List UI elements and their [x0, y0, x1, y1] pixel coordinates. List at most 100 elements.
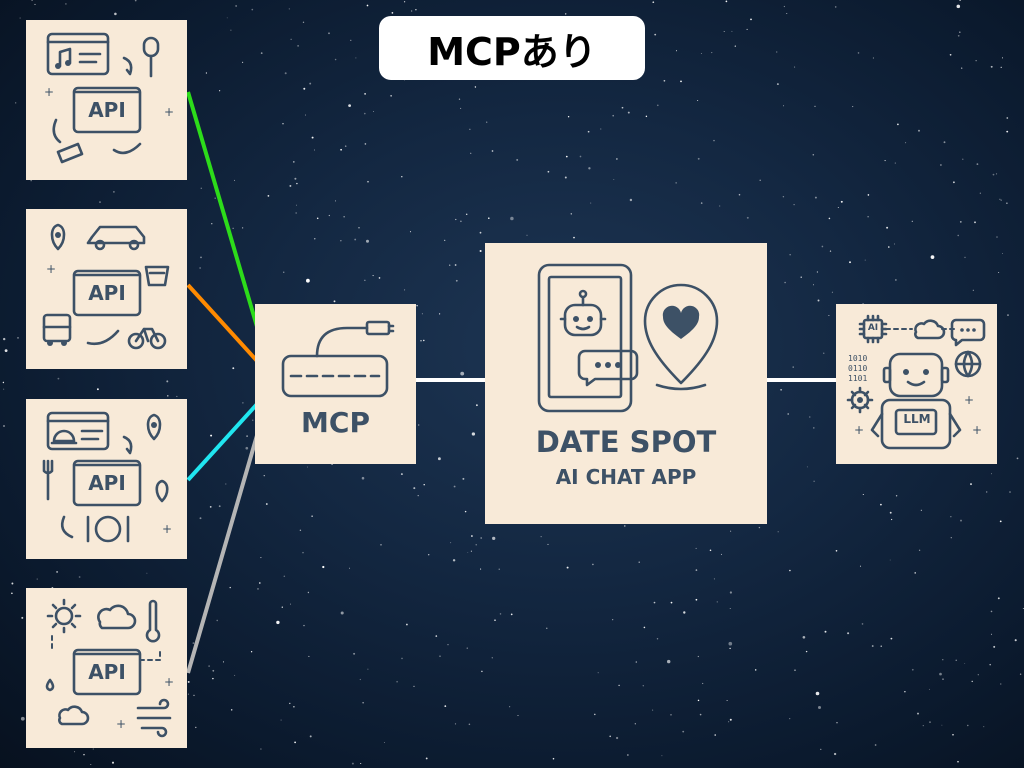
- star: [754, 669, 757, 671]
- star: [3, 425, 5, 427]
- app-illustration: [537, 263, 719, 413]
- cloud-icon: [914, 319, 946, 340]
- star: [335, 200, 337, 202]
- star: [643, 626, 646, 629]
- star: [999, 198, 1001, 200]
- star: [396, 680, 398, 683]
- llm-label: LLM: [903, 412, 931, 426]
- star: [890, 518, 893, 521]
- star: [540, 536, 542, 538]
- star: [835, 549, 838, 552]
- star: [305, 114, 307, 116]
- star: [282, 123, 284, 125]
- star: [378, 277, 381, 279]
- star: [235, 5, 237, 7]
- star: [438, 313, 441, 315]
- star: [466, 647, 468, 649]
- star: [820, 748, 822, 751]
- star: [918, 129, 920, 132]
- star: [488, 217, 490, 219]
- star: [1007, 314, 1009, 316]
- star: [616, 158, 618, 160]
- star: [517, 715, 519, 716]
- menu-window-icon: [46, 411, 110, 451]
- star: [200, 187, 203, 190]
- star: [942, 659, 944, 661]
- star: [955, 659, 957, 661]
- star: [245, 446, 249, 450]
- star: [1019, 673, 1022, 675]
- star: [566, 566, 569, 569]
- star: [299, 529, 302, 531]
- star: [656, 104, 659, 107]
- star: [470, 152, 472, 154]
- star: [547, 170, 550, 173]
- star: [840, 200, 843, 203]
- star: [355, 57, 357, 59]
- globe-icon: [954, 350, 982, 378]
- api-label: API: [88, 281, 126, 305]
- star: [417, 495, 419, 497]
- star: [930, 255, 935, 259]
- star: [961, 67, 963, 69]
- star: [328, 214, 330, 217]
- star: [888, 246, 890, 248]
- star: [697, 655, 699, 658]
- star: [289, 702, 291, 705]
- star: [358, 227, 360, 229]
- cloche-icon: [50, 429, 78, 445]
- star: [348, 104, 351, 107]
- star: [1009, 491, 1011, 493]
- star: [997, 597, 1000, 600]
- star: [288, 8, 290, 10]
- star: [367, 180, 369, 183]
- star: [90, 764, 92, 766]
- star: [289, 184, 292, 187]
- star: [815, 691, 820, 696]
- fork-icon: [42, 459, 54, 501]
- star: [187, 693, 189, 695]
- star: [437, 457, 441, 461]
- page-title: MCPあり: [379, 16, 645, 80]
- star: [759, 179, 761, 182]
- star: [872, 57, 874, 59]
- star: [296, 182, 298, 185]
- star: [725, 0, 728, 3]
- star: [972, 289, 974, 291]
- star: [783, 5, 786, 8]
- star: [794, 669, 796, 671]
- star: [297, 45, 299, 47]
- star: [258, 582, 261, 584]
- star: [311, 515, 313, 517]
- chat-bubble-icon: [950, 318, 986, 347]
- star: [960, 519, 962, 522]
- star: [413, 685, 415, 688]
- star: [911, 220, 913, 222]
- star: [486, 121, 488, 123]
- star: [829, 250, 832, 252]
- star: [509, 706, 511, 708]
- star: [857, 52, 860, 54]
- star: [328, 32, 330, 35]
- star: [667, 659, 671, 664]
- robot-icon: [870, 352, 962, 450]
- svg-text:+: +: [162, 522, 172, 536]
- star: [209, 505, 212, 508]
- star: [205, 460, 208, 463]
- star: [34, 3, 36, 5]
- star: [479, 249, 482, 253]
- star: [928, 688, 930, 690]
- star: [895, 495, 898, 497]
- star: [991, 473, 993, 475]
- star: [11, 582, 14, 585]
- star: [904, 691, 906, 693]
- star: [418, 424, 420, 426]
- star: [454, 264, 457, 266]
- star: [661, 755, 663, 757]
- star: [460, 371, 465, 376]
- star: [828, 314, 830, 317]
- star: [789, 254, 791, 256]
- star: [738, 193, 741, 196]
- star: [292, 161, 295, 163]
- star: [992, 173, 995, 176]
